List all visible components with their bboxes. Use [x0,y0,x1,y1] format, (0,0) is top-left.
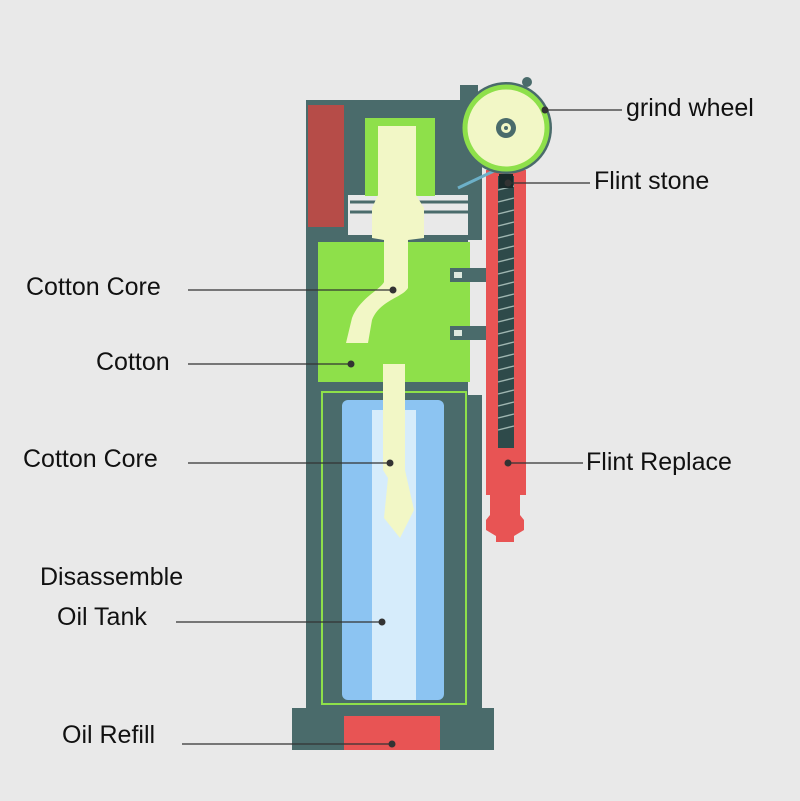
cotton-label: Cotton [96,348,170,376]
grind-wheel-axle-center [504,126,508,130]
flint-spring-body [498,176,514,448]
disassemble-label: Disassemble [40,563,184,591]
oil-tank-label: Oil Tank [57,603,147,631]
leader-dots [347,106,549,748]
cotton-core-bottom-label: Cotton Core [23,445,158,473]
lower-wick [383,364,414,538]
flint-spring-coils [497,185,515,431]
flint-replace-label: Flint Replace [586,448,732,476]
leader-lines [176,109,622,745]
flint-screw-cap [486,495,524,542]
top-red-block [308,105,344,227]
flint-stone-label: Flint stone [594,167,710,195]
casing-notches [298,120,306,205]
wheel-pin [522,77,532,87]
grind-wheel-label: grind wheel [626,94,754,122]
thin-pipe [457,168,497,190]
upper-wick [346,126,424,343]
cotton-core-top-label: Cotton Core [26,273,161,301]
connector-details [454,272,462,336]
flint-connectors [450,268,490,340]
oil-refill-label: Oil Refill [62,721,156,749]
